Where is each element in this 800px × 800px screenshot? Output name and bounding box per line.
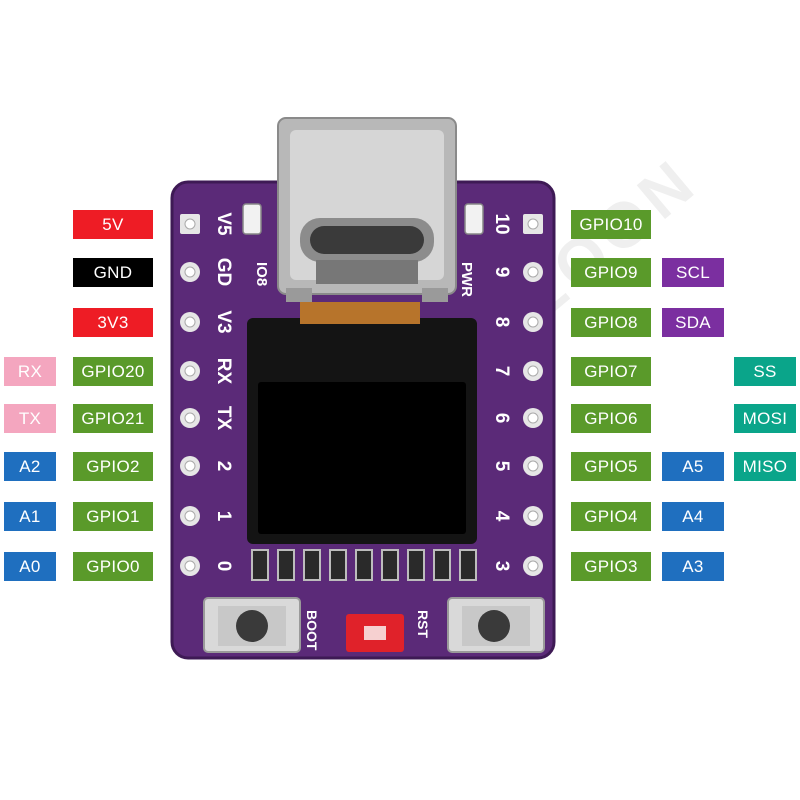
pin-label-gpio3-gpio: GPIO3 <box>571 552 651 581</box>
pin-label-gpio20-func: RX <box>4 357 56 386</box>
right-pin-hole <box>527 316 539 328</box>
reset-button[interactable] <box>447 597 545 653</box>
pin-label-gpio21-gpio: GPIO21 <box>73 404 153 433</box>
pin-label-gpio2-gpio: GPIO2 <box>73 452 153 481</box>
right-pin-hole <box>527 266 539 278</box>
silk-left-6: 1 <box>213 511 234 522</box>
smd-component-row <box>251 549 477 581</box>
left-pin-hole <box>184 412 196 424</box>
silk-left-2: V3 <box>213 310 234 333</box>
left-pin-hole <box>184 218 196 230</box>
left-pin-hole <box>184 316 196 328</box>
silk-left-7: 0 <box>213 561 234 572</box>
pin-label-gpio20-gpio: GPIO20 <box>73 357 153 386</box>
pin-label-gpio10-gpio: GPIO10 <box>571 210 651 239</box>
silk-right-7: 3 <box>491 561 512 572</box>
pin-label-gpio1-func: A1 <box>4 502 56 531</box>
silk-right-0: 10 <box>491 213 512 234</box>
smd-component <box>355 549 373 581</box>
left-pin-hole <box>184 510 196 522</box>
pin-label-gpio9-gpio: GPIO9 <box>571 258 651 287</box>
smd-component <box>433 549 451 581</box>
silkscreen-right-labels: 10 9 8 7 6 5 4 3 <box>491 213 512 571</box>
smd-component <box>303 549 321 581</box>
right-pin-hole <box>527 560 539 572</box>
pin-label-gpio5-gpio: GPIO5 <box>571 452 651 481</box>
pin-label-gpio6-spi: MOSI <box>734 404 796 433</box>
silk-rst: RST <box>415 610 431 638</box>
silk-right-1: 9 <box>491 267 512 278</box>
pin-label-gpio0-func: A0 <box>4 552 56 581</box>
smd-component <box>459 549 477 581</box>
right-pin-hole <box>527 218 539 230</box>
silk-right-5: 5 <box>491 461 512 472</box>
left-pin-hole <box>184 560 196 572</box>
silk-left-5: 2 <box>213 461 234 472</box>
pin-label-gpio4-func: A4 <box>662 502 724 531</box>
left-pin-hole <box>184 266 196 278</box>
silk-left-4: TX <box>213 406 234 431</box>
silk-right-6: 4 <box>491 511 512 522</box>
right-pin-hole <box>527 460 539 472</box>
pin-holes <box>180 214 543 576</box>
pin-label-gpio5-spi: MISO <box>734 452 796 481</box>
smd-component <box>277 549 295 581</box>
pin-label-gpio4-gpio: GPIO4 <box>571 502 651 531</box>
silk-io8: IO8 <box>253 262 270 286</box>
pin-label-gpio8-func: SDA <box>662 308 724 337</box>
silk-boot: BOOT <box>304 610 320 651</box>
boot-button[interactable] <box>203 597 301 653</box>
silk-left-3: RX <box>213 358 234 385</box>
silk-pwr: PWR <box>458 262 475 297</box>
pin-label-gpio6-gpio: GPIO6 <box>571 404 651 433</box>
pin-label-gpio3-func: A3 <box>662 552 724 581</box>
pin-label-gnd: GND <box>73 258 153 287</box>
pin-label-3v3: 3V3 <box>73 308 153 337</box>
oled-screen <box>247 302 477 544</box>
pin-label-gpio0-gpio: GPIO0 <box>73 552 153 581</box>
right-pin-hole <box>527 365 539 377</box>
pin-label-gpio5-func: A5 <box>662 452 724 481</box>
smd-component <box>381 549 399 581</box>
left-pin-hole <box>184 365 196 377</box>
pin-label-5v: 5V <box>73 210 153 239</box>
led-right <box>464 203 484 235</box>
pin-label-gpio21-func: TX <box>4 404 56 433</box>
pin-label-gpio7-gpio: GPIO7 <box>571 357 651 386</box>
smd-component <box>251 549 269 581</box>
usb-c-connector <box>277 117 457 302</box>
pin-label-gpio2-func: A2 <box>4 452 56 481</box>
silk-right-3: 7 <box>491 366 512 377</box>
led-left <box>242 203 262 235</box>
silk-right-2: 8 <box>491 317 512 328</box>
silk-left-0: V5 <box>213 212 234 236</box>
pin-label-gpio7-spi: SS <box>734 357 796 386</box>
silk-right-4: 6 <box>491 413 512 424</box>
smd-component <box>407 549 425 581</box>
left-pin-hole <box>184 460 196 472</box>
pin-label-gpio1-gpio: GPIO1 <box>73 502 153 531</box>
right-pin-hole <box>527 510 539 522</box>
smd-component <box>329 549 347 581</box>
red-switch[interactable] <box>346 614 404 652</box>
silk-left-1: GD <box>213 258 234 287</box>
right-pin-hole <box>527 412 539 424</box>
pin-label-gpio9-func: SCL <box>662 258 724 287</box>
pin-label-gpio8-gpio: GPIO8 <box>571 308 651 337</box>
